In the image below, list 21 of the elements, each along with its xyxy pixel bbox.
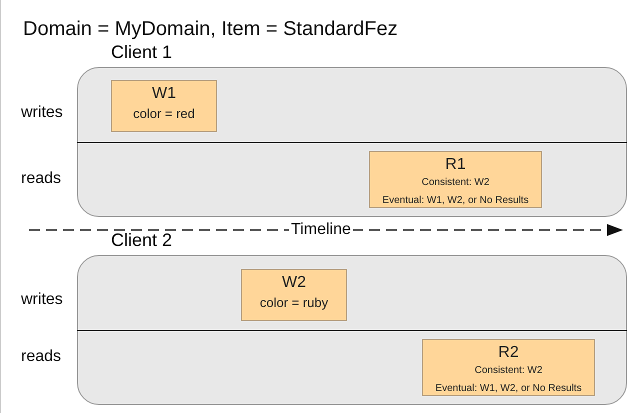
- event-title: W1: [151, 85, 177, 103]
- event-detail: Consistent: W2: [420, 176, 490, 189]
- event-detail: color = ruby: [258, 295, 330, 311]
- event-box: [422, 339, 595, 396]
- row-label: writes: [21, 104, 63, 122]
- event-box: [241, 269, 347, 321]
- event-box: [111, 80, 217, 132]
- row-label: reads: [21, 348, 62, 366]
- event-box: [369, 151, 542, 208]
- event-detail: Eventual: W1, W2, or No Results: [381, 194, 530, 207]
- event-title: W2: [281, 274, 307, 292]
- panel-heading: Client 1: [111, 42, 172, 63]
- event-title: R1: [444, 156, 467, 174]
- row-label: reads: [21, 170, 62, 188]
- event-detail: Eventual: W1, W2, or No Results: [434, 382, 583, 395]
- event-detail: color = red: [132, 106, 196, 122]
- panel-heading: Client 2: [111, 230, 172, 251]
- event-detail: Consistent: W2: [474, 364, 544, 377]
- row-label: writes: [21, 291, 63, 309]
- event-title: R2: [497, 344, 520, 362]
- diagram-title: Domain = MyDomain, Item = StandardFez: [23, 18, 398, 41]
